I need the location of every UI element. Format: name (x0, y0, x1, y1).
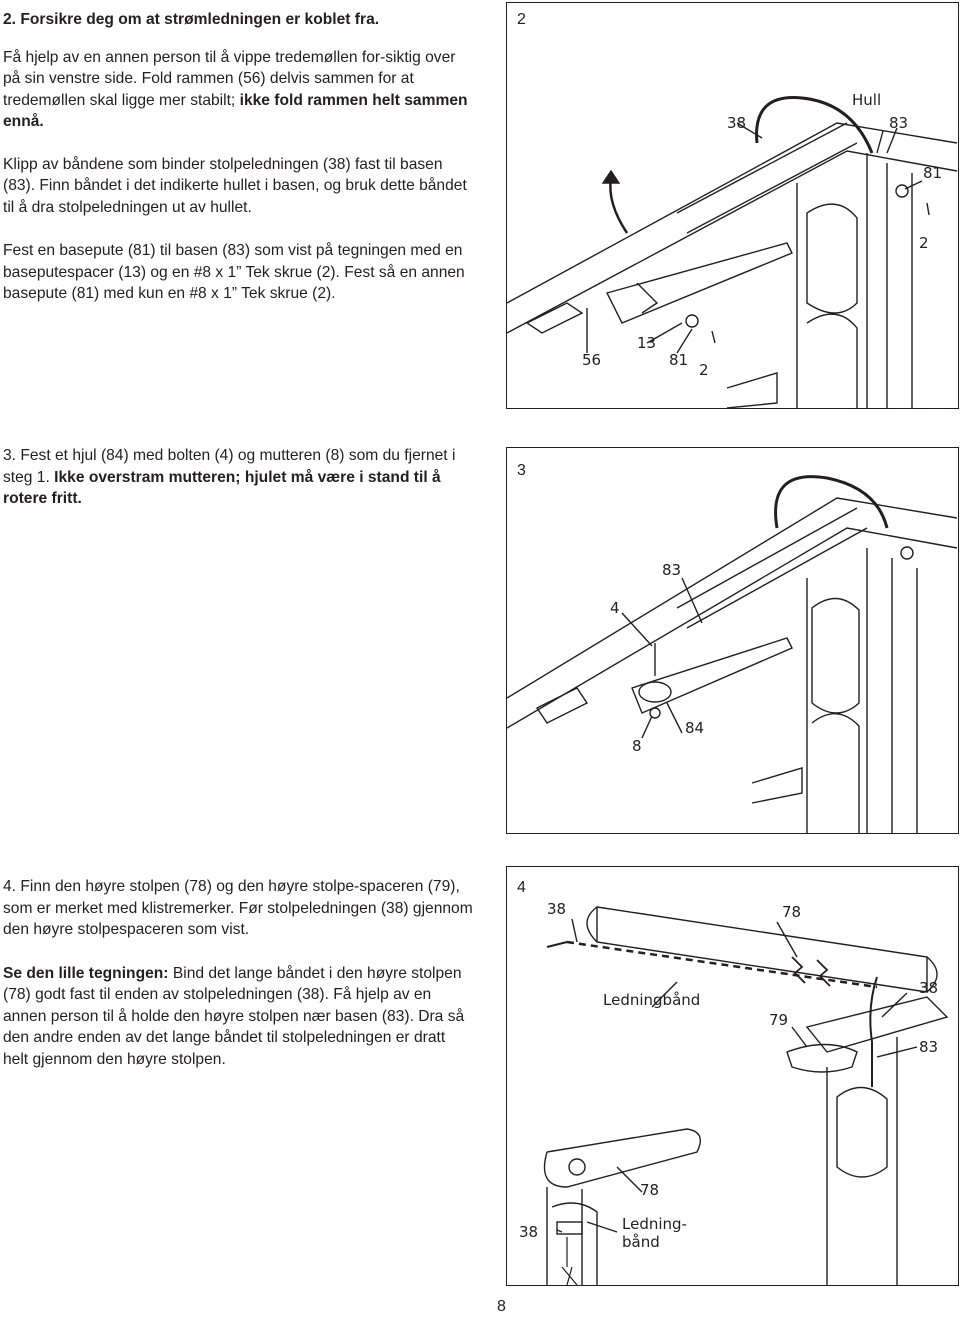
fig3-label-83: 83 (662, 561, 681, 579)
step-3-warning: Ikke overstram mutteren; hjulet må være … (3, 468, 441, 508)
step-3-instruction: 3. Fest et hjul (84) med bolten (4) og m… (3, 447, 456, 486)
step-4-paragraph-1: 4. Finn den høyre stolpen (78) og den hø… (3, 878, 473, 938)
figure-3-number: 3 (517, 462, 526, 479)
fig2-label-83: 83 (889, 114, 908, 132)
fig2-label-81-top: 81 (923, 164, 942, 182)
fig2-label-56: 56 (582, 351, 601, 369)
step-2-p1-warning: ikke fold rammen helt sammen ennå. (3, 91, 468, 131)
step-3-text: 3. Fest et hjul (84) med bolten (4) og m… (3, 445, 473, 510)
step-2-paragraph-3: Fest en basepute (81) til basen (83) som… (3, 242, 465, 302)
fig4-label-78-top: 78 (782, 903, 801, 921)
figure-4-drawing: 38 78 Ledningbånd 38 79 83 78 38 Ledning… (519, 900, 949, 1285)
fig4-inset-label-ledning: Ledning- (622, 1215, 687, 1233)
figure-4: 4 (506, 866, 959, 1286)
step-2-p1-text: Få hjelp av en annen person til å vippe … (3, 48, 456, 109)
fig4-label-83: 83 (919, 1038, 938, 1056)
step-4-small-drawing-heading: Se den lille tegningen: (3, 964, 169, 982)
fig3-label-4: 4 (610, 599, 620, 617)
step-2-paragraph-2: Klipp av båndene som binder stolpelednin… (3, 155, 467, 216)
step-2-title: 2. Forsikre deg om at strømledningen er … (3, 11, 380, 28)
figure-2-number: 2 (517, 11, 526, 28)
fig4-inset-label-band: bånd (622, 1233, 660, 1251)
fig4-label-79: 79 (769, 1011, 788, 1029)
figure-2-drawing: Hull 38 83 81 2 56 13 81 2 (507, 91, 958, 408)
fig3-label-8: 8 (632, 737, 642, 755)
fig4-label-38-right: 38 (919, 979, 938, 997)
figure-3: 3 (506, 447, 959, 834)
step-3-paragraph: 3. Fest et hjul (84) med bolten (4) og m… (3, 445, 473, 510)
fig2-label-81-bottom: 81 (669, 351, 688, 369)
step-4-text: 4. Finn den høyre stolpen (78) og den hø… (3, 876, 473, 1070)
fig4-inset-label-38: 38 (519, 1223, 538, 1241)
figure-2: 2 (506, 2, 959, 409)
step-2-text: 2. Forsikre deg om at strømledningen er … (3, 9, 473, 305)
step-4-p2-text: Bind det lange båndet i den høyre stolpe… (3, 964, 465, 1068)
fig2-label-38: 38 (727, 114, 746, 132)
figure-3-drawing: 83 4 8 84 (507, 475, 958, 833)
fig2-label-hull: Hull (852, 91, 881, 109)
fig4-label-ledningband: Ledningbånd (603, 991, 700, 1009)
step-4-paragraph-2: Se den lille tegningen: Bind det lange b… (3, 963, 473, 1071)
fig3-label-84: 84 (685, 719, 704, 737)
fig4-label-38-top: 38 (547, 900, 566, 918)
page-number: 8 (497, 1298, 506, 1315)
step-2-paragraph-1: Få hjelp av en annen person til å vippe … (3, 47, 473, 133)
fig2-label-13: 13 (637, 334, 656, 352)
fig4-inset-label-78: 78 (640, 1181, 659, 1199)
fig2-label-2-bottom: 2 (699, 361, 709, 379)
fig2-label-2-top: 2 (919, 234, 929, 252)
figure-4-number: 4 (517, 879, 526, 896)
